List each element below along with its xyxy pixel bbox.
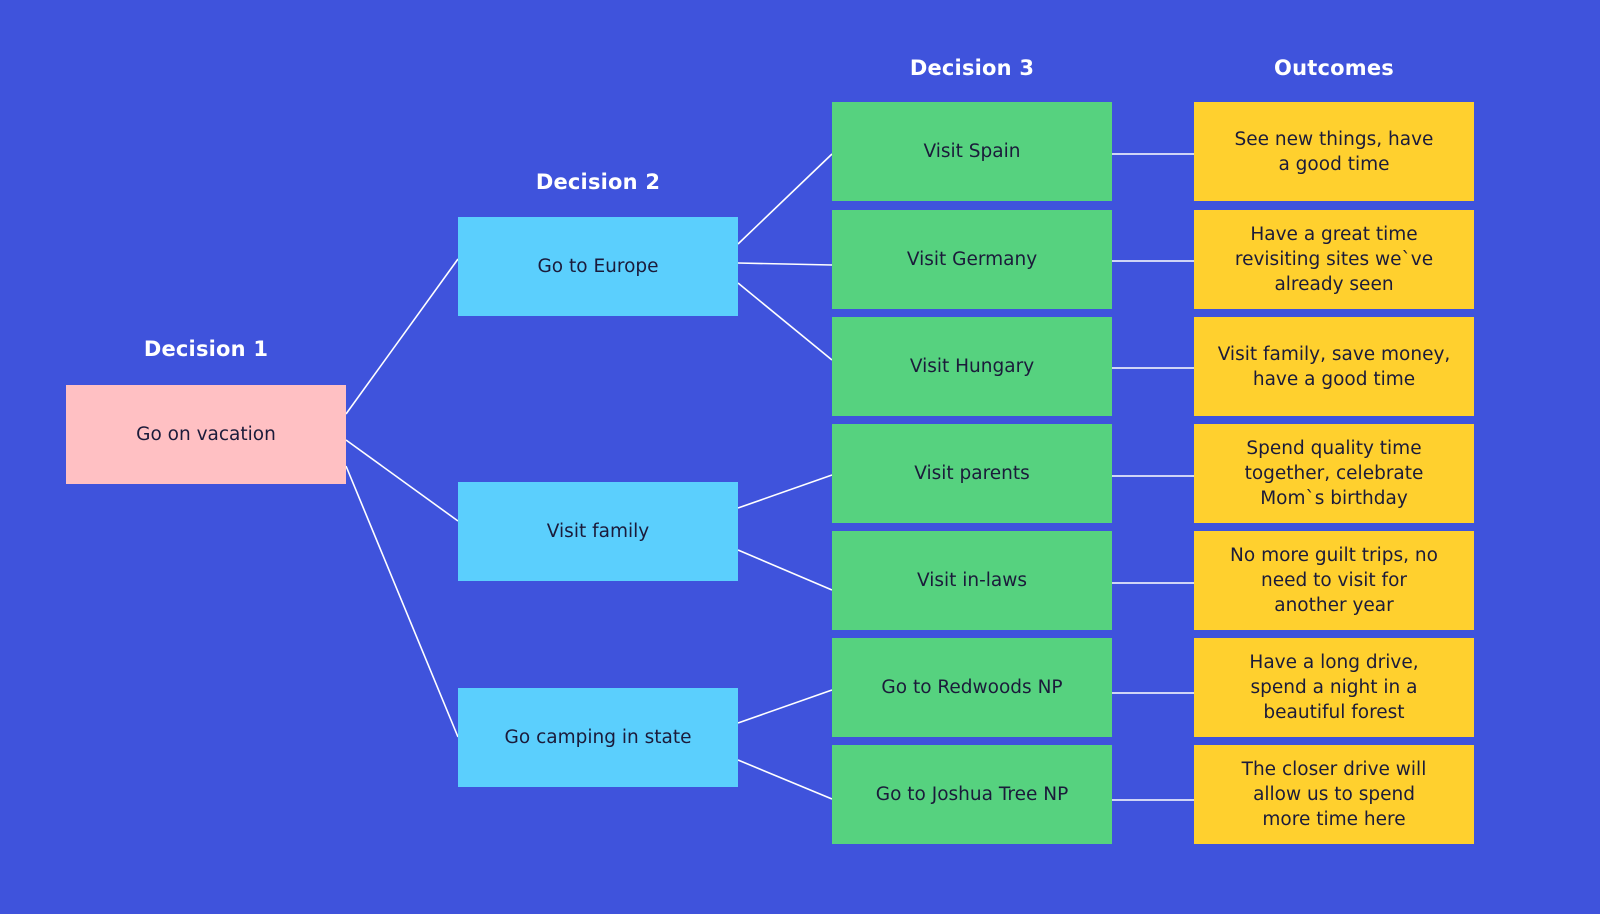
decision3-label: Visit Germany (906, 249, 1038, 270)
decision3-node-redwoods: Go to Redwoods NP (832, 638, 1112, 737)
decision3-node-spain: Visit Spain (832, 102, 1112, 201)
decision3-label: Go to Redwoods NP (881, 677, 1063, 698)
outcome-label: The closer drive will allow us to spend … (1241, 759, 1427, 830)
outcome-label: No more guilt trips, no need to visit fo… (1230, 545, 1438, 616)
decision3-label: Visit parents (914, 463, 1030, 484)
outcome-node-redwoods: Have a long drive, spend a night in a be… (1194, 638, 1474, 737)
decision1-label: Go on vacation (136, 424, 276, 445)
outcome-label: Have a great time revisiting sites we`ve… (1234, 224, 1434, 295)
decision2-node-camping: Go camping in state (458, 688, 738, 787)
heading-outcomes: Outcomes (1274, 56, 1394, 80)
decision2-label: Go camping in state (504, 727, 692, 748)
outcome-node-hungary: Visit family, save money, have a good ti… (1194, 317, 1474, 416)
connector-europe-hungary (737, 282, 833, 361)
connector-europe-spain (737, 153, 833, 245)
outcome-label: Visit family, save money, have a good ti… (1217, 343, 1451, 390)
outcome-label: Have a long drive, spend a night in a be… (1249, 652, 1419, 723)
decision3-node-joshua-tree: Go to Joshua Tree NP (832, 745, 1112, 844)
connector-d1-d2-family (345, 439, 459, 522)
heading-decision-2: Decision 2 (535, 170, 661, 194)
heading-decision-1: Decision 1 (143, 337, 269, 361)
decision3-label: Go to Joshua Tree NP (875, 784, 1069, 805)
decision3-label: Visit Hungary (909, 356, 1035, 377)
heading-decision-3: Decision 3 (909, 56, 1035, 80)
decision2-node-family: Visit family (458, 482, 738, 581)
outcome-node-inlaws: No more guilt trips, no need to visit fo… (1194, 531, 1474, 630)
outcome-label: See new things, have a good time (1234, 128, 1434, 175)
decision3-node-parents: Visit parents (832, 424, 1112, 523)
connector-camping-joshua (737, 759, 833, 800)
outcome-node-spain: See new things, have a good time (1194, 102, 1474, 201)
connector-d1-d2-europe (345, 258, 459, 415)
connector-camping-redwoods (737, 689, 833, 724)
outcome-label: Spend quality time together, celebrate M… (1244, 438, 1424, 509)
connector-d1-d2-camping (345, 465, 459, 738)
decision1-node: Go on vacation (66, 385, 346, 484)
decision3-node-hungary: Visit Hungary (832, 317, 1112, 416)
outcome-node-parents: Spend quality time together, celebrate M… (1194, 424, 1474, 523)
decision3-label: Visit Spain (923, 141, 1021, 162)
decision2-label: Go to Europe (537, 256, 659, 277)
decision3-node-inlaws: Visit in-laws (832, 531, 1112, 630)
decision3-node-germany: Visit Germany (832, 210, 1112, 309)
connector-family-parents (737, 474, 833, 509)
decision3-label: Visit in-laws (916, 570, 1028, 591)
decision2-label: Visit family (546, 521, 650, 542)
connector-europe-germany (737, 262, 833, 266)
connector-family-inlaws (737, 549, 833, 591)
outcome-node-joshua-tree: The closer drive will allow us to spend … (1194, 745, 1474, 844)
outcome-node-germany: Have a great time revisiting sites we`ve… (1194, 210, 1474, 309)
decision2-node-europe: Go to Europe (458, 217, 738, 316)
